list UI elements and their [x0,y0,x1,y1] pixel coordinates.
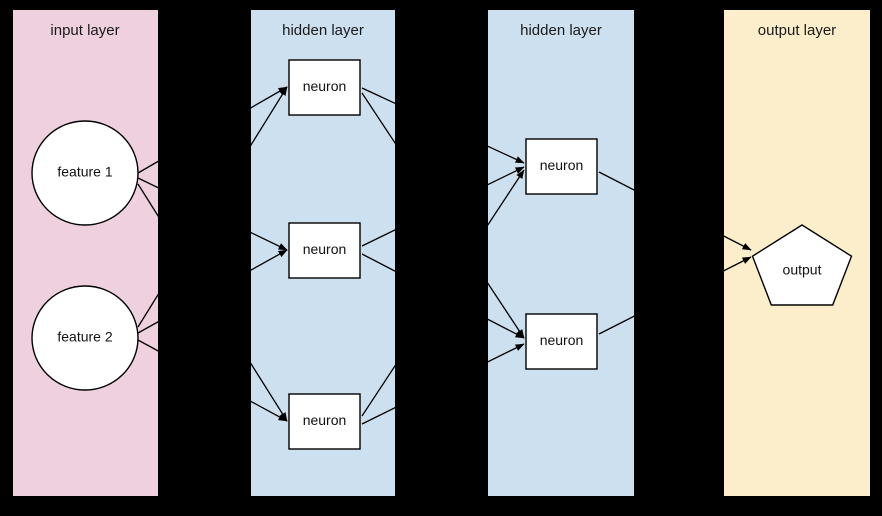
edge-feature-1-to-hidden-1-neuron-3 [137,183,288,422]
edge-hidden-1-neuron-1-to-hidden-2-neuron-2 [361,92,525,339]
connections-group [137,86,752,425]
node-label-hidden-2-neuron-2: neuron [540,332,584,348]
edge-hidden-1-neuron-3-to-hidden-2-neuron-2 [361,343,525,425]
edge-hidden-2-neuron-2-to-output-node [598,256,752,335]
edge-feature-1-to-hidden-1-neuron-1 [137,86,288,174]
edge-hidden-2-neuron-1-to-output-node [598,171,752,251]
layer-title-output: output layer [758,22,836,39]
edge-feature-2-to-hidden-1-neuron-1 [137,86,288,328]
node-hidden-1-neuron-2[interactable] [288,222,361,279]
layer-titles-group: input layer hidden layer hidden layer outpu… [50,22,836,39]
node-hidden-2-neuron-2[interactable] [525,313,598,370]
edge-feature-1-to-hidden-1-neuron-2 [137,177,288,251]
node-label-feature-1: feature 1 [57,164,112,180]
layer-title-hidden-2: hidden layer [520,22,602,39]
node-feature-1[interactable] [31,120,139,226]
layer-panel-input [13,10,158,496]
edge-hidden-1-neuron-2-to-hidden-2-neuron-1 [361,166,525,247]
node-hidden-1-neuron-3[interactable] [288,393,361,450]
edge-hidden-1-neuron-1-to-hidden-2-neuron-1 [361,87,525,164]
layer-title-hidden-1: hidden layer [282,22,364,39]
node-label-hidden-1-neuron-1: neuron [303,78,347,94]
node-hidden-2-neuron-1[interactable] [525,138,598,195]
node-hidden-1-neuron-1[interactable] [288,59,361,116]
nodes-group: feature 1 feature 2 neuron neuron neuron neur… [31,59,853,450]
node-label-feature-2: feature 2 [57,329,112,345]
edge-hidden-1-neuron-3-to-hidden-2-neuron-1 [361,169,525,417]
node-output-node[interactable] [751,224,853,306]
layer-title-input: input layer [50,22,119,39]
node-label-hidden-1-neuron-3: neuron [303,412,347,428]
node-feature-2[interactable] [31,285,139,391]
node-label-hidden-2-neuron-1: neuron [540,157,584,173]
edge-feature-2-to-hidden-1-neuron-2 [137,249,288,334]
edge-hidden-1-neuron-2-to-hidden-2-neuron-2 [361,253,525,339]
layer-panel-hidden-2 [488,10,634,496]
node-label-output-node: output [783,261,822,277]
edge-feature-2-to-hidden-1-neuron-3 [137,339,288,422]
node-label-hidden-1-neuron-2: neuron [303,241,347,257]
layer-panels-group [13,10,870,496]
